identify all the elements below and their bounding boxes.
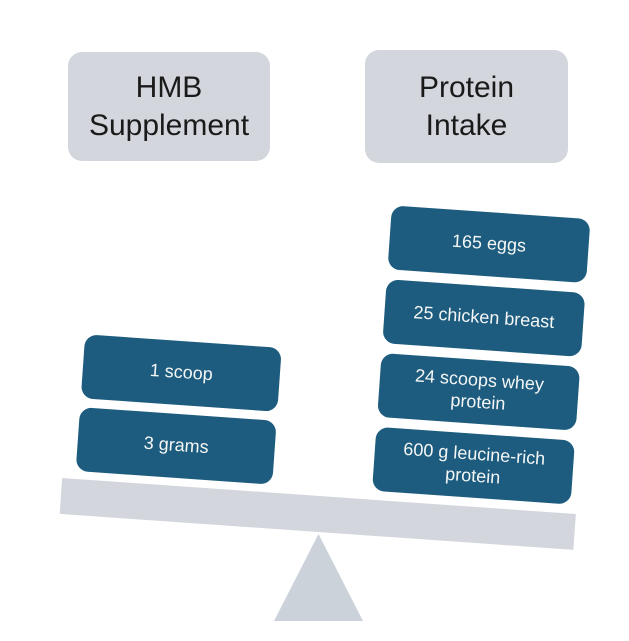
weight-25-chicken-breast: 25 chicken breast — [382, 279, 586, 357]
header-protein-intake: Protein Intake — [365, 50, 568, 163]
weight-3-grams: 3 grams — [75, 407, 277, 485]
header-hmb-supplement: HMB Supplement — [68, 52, 270, 161]
weight-24-scoops-whey-protein: 24 scoops whey protein — [377, 353, 581, 431]
weight-600g-leucine-rich-protein: 600 g leucine-rich protein — [372, 426, 575, 505]
weight-1-scoop: 1 scoop — [80, 334, 282, 412]
weight-165-eggs: 165 eggs — [387, 205, 591, 284]
